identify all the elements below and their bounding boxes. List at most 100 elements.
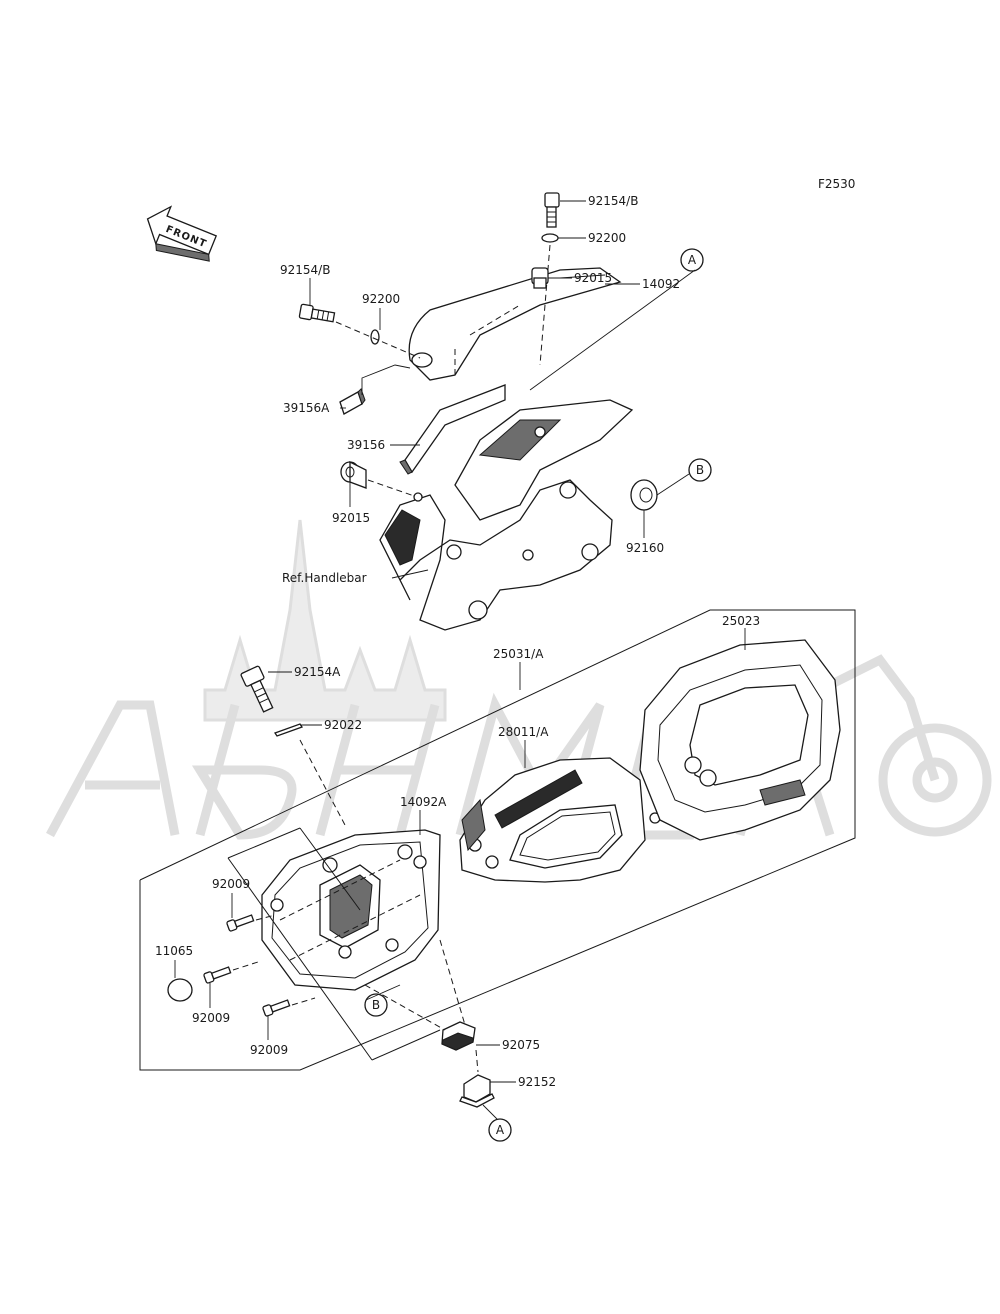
label-92009-1: 92009 [212, 877, 250, 891]
watermark-hub [912, 757, 958, 803]
screw-shank [210, 966, 232, 980]
leader-callout-b-upper [656, 473, 690, 496]
case-boss-4 [338, 945, 352, 959]
lens-indicator-2 [699, 769, 717, 787]
grommet-92075 [441, 1021, 476, 1051]
case-boss-3 [413, 855, 427, 869]
leader-callout-b-lower [365, 984, 401, 1001]
axis-line-collar-left [367, 479, 421, 499]
collar-92015-left [340, 460, 367, 489]
case-construction-lines [227, 827, 441, 1061]
assembly-outline [139, 609, 856, 1071]
callout-letter: B [372, 998, 380, 1012]
bracket-upper-tray [454, 399, 634, 521]
washer-92200-top [541, 233, 559, 243]
watermark-wheel [878, 723, 992, 837]
collar-hole [345, 466, 355, 478]
leader-callout-a-upper [529, 269, 696, 391]
label-14092: 14092 [642, 277, 680, 291]
lens-indicator-1 [684, 756, 702, 774]
collar-92152 [459, 1074, 495, 1108]
callout-letter: B [696, 463, 704, 477]
bracket-hole-3 [559, 481, 577, 499]
cover-bolt-hole [411, 352, 433, 368]
label-14092a: 14092A [400, 795, 447, 809]
part-labels: 92154/B 92200 14092 92154/B 92200 92015 … [155, 194, 760, 1089]
label-39156: 39156 [347, 438, 385, 452]
collar-body [463, 1074, 491, 1103]
label-92200-left: 92200 [362, 292, 400, 306]
bolt-thread [547, 211, 556, 223]
bracket-hole-5 [522, 549, 534, 561]
label-92152: 92152 [518, 1075, 556, 1089]
front-arrow-depth [155, 243, 210, 262]
axis-line-left-bolt [335, 321, 421, 359]
callout-letter: A [688, 253, 697, 267]
meter-bracket [379, 399, 634, 631]
bolt-thread [316, 310, 330, 321]
axis-line-top-bolt [539, 244, 551, 366]
leader-ref-handlebar [391, 569, 429, 579]
cover-hidden-lines [454, 304, 521, 375]
collar-92015-right [533, 277, 547, 289]
label-11065: 11065 [155, 944, 193, 958]
callout-circle [688, 458, 712, 482]
bracket-lower-frame [379, 479, 613, 631]
label-92015-left: 92015 [332, 511, 370, 525]
screw-shank [233, 914, 255, 928]
label-39156a: 39156A [283, 401, 330, 415]
label-92009-2: 92009 [192, 1011, 230, 1025]
watermark-frame [817, 654, 940, 782]
bracket-hole-7 [534, 426, 546, 438]
meter-knob-2 [485, 855, 499, 869]
bolt-92154b-left [298, 303, 336, 323]
label-ref-handlebar: Ref.Handlebar [282, 571, 367, 585]
bolt-shank [250, 679, 274, 713]
axis-lines-screws [232, 914, 316, 1006]
assembly-axis-lines [299, 739, 479, 1073]
label-92075: 92075 [502, 1038, 540, 1052]
cap-11065 [167, 978, 193, 1002]
meter-display-inner [519, 811, 616, 861]
bracket-hole-6 [413, 492, 423, 502]
label-92015-right: 92015 [574, 271, 612, 285]
label-25031a: 25031/A [493, 647, 544, 661]
washer-92200-left [370, 329, 380, 345]
bolt-head [544, 192, 560, 208]
cover-body [408, 267, 622, 381]
meter-side-shadow [461, 798, 486, 852]
watermark-letter-a [46, 700, 180, 838]
callout-circle [364, 993, 388, 1017]
lens-inner-edge [657, 664, 823, 813]
case-inner-rim [271, 841, 429, 979]
collar-body [349, 460, 367, 489]
label-92154a: 92154A [294, 665, 341, 679]
meter-lens-25023 [639, 639, 841, 841]
screw-92009-1 [226, 914, 255, 932]
screw-92009-3 [262, 999, 291, 1017]
case-hidden-lines [279, 859, 421, 961]
front-arrow-shape [146, 205, 218, 256]
label-92154b-top: 92154/B [588, 194, 638, 208]
leader-lines [174, 200, 746, 1120]
front-direction-arrow: FRONT [146, 205, 218, 262]
grommet-92160 [630, 479, 658, 511]
callout-b-lower: B [364, 993, 388, 1017]
pin-92022 [273, 723, 304, 737]
bracket-hole-4 [446, 544, 462, 560]
callout-a-upper: A [680, 248, 704, 272]
label-92200-top: 92200 [588, 231, 626, 245]
figure-code: F2530 [818, 177, 855, 191]
callout-a-lower: A [488, 1118, 512, 1142]
bracket-hole-2 [581, 543, 599, 561]
watermark-letter-e [191, 703, 297, 840]
meter-unit-28011a [459, 757, 661, 883]
grommet-base [441, 1032, 474, 1051]
label-92009-3: 92009 [250, 1043, 288, 1057]
case-center-recess [329, 874, 373, 939]
lens-bottom-shade [759, 779, 806, 806]
callout-letter: A [496, 1123, 505, 1137]
callout-b-upper: B [688, 458, 712, 482]
